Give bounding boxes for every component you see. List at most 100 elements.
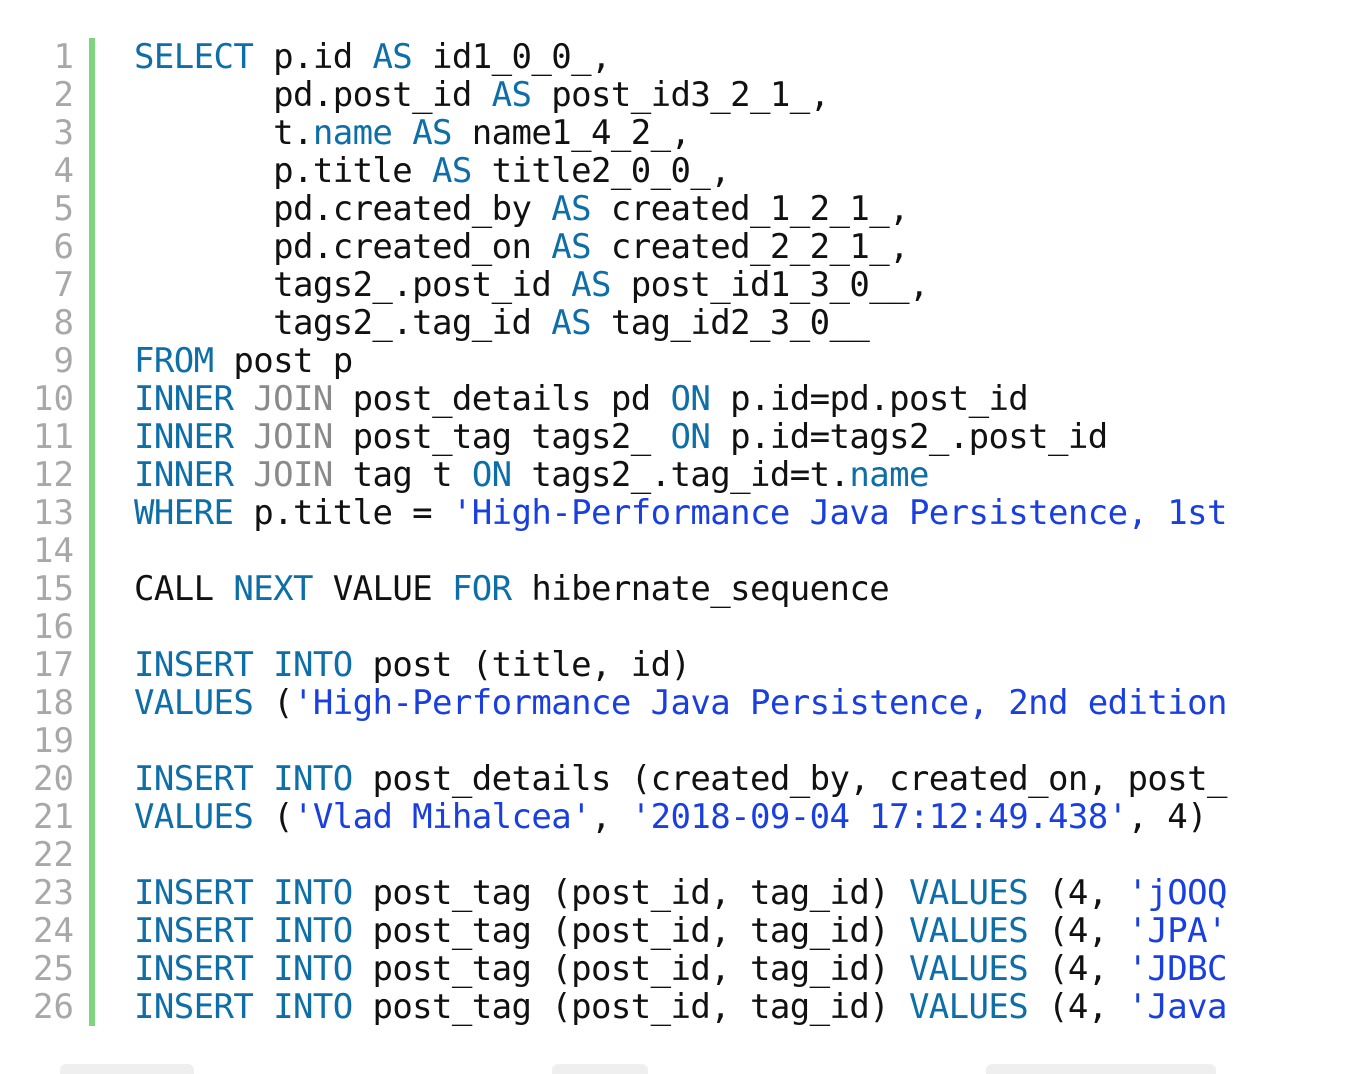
line-number: 20 xyxy=(33,759,74,799)
line-number: 26 xyxy=(33,987,74,1026)
code-line[interactable]: pd.created_by AS created_1_2_1_, xyxy=(134,190,909,228)
keyword-token: INNER xyxy=(134,417,234,457)
code-text-token: pd.post_id xyxy=(134,75,492,115)
code-text-token: post_details pd xyxy=(332,379,671,419)
keyword-token: AS xyxy=(372,38,413,77)
code-text-token: post (title, id) xyxy=(352,645,691,685)
code-line[interactable]: CALL NEXT VALUE FOR hibernate_sequence xyxy=(134,569,890,609)
code-text-token: post_id1_3_0__, xyxy=(610,265,930,305)
line-number: 10 xyxy=(33,379,74,419)
line-number: 15 xyxy=(33,569,74,609)
code-text-token xyxy=(253,949,273,989)
keyword-token: INSERT xyxy=(134,949,254,989)
code-text-token: p.id xyxy=(253,38,373,77)
scrollbar-thumb[interactable] xyxy=(986,1064,1216,1074)
code-text-token: tag_id2_3_0__ xyxy=(591,303,870,343)
line-number: 24 xyxy=(33,911,74,951)
code-line[interactable]: INSERT INTO post_tag (post_id, tag_id) V… xyxy=(134,912,1227,950)
keyword-token: AS xyxy=(491,75,532,115)
code-line[interactable]: p.title AS title2_0_0_, xyxy=(134,151,731,191)
keyword-token: INSERT xyxy=(134,645,254,685)
code-text-token: tags2_.post_id xyxy=(134,265,572,305)
code-area[interactable]: SELECT p.id AS id1_0_0_, pd.post_id AS p… xyxy=(134,38,1320,1026)
keyword-token: INSERT xyxy=(134,873,254,913)
code-text-token: id1_0_0_, xyxy=(412,38,611,77)
line-number: 25 xyxy=(33,949,74,989)
code-line[interactable]: WHERE p.title = 'High-Performance Java P… xyxy=(134,494,1227,532)
code-line[interactable]: INNER JOIN post_details pd ON p.id=pd.po… xyxy=(134,379,1029,419)
code-line[interactable]: tags2_.post_id AS post_id1_3_0__, xyxy=(134,266,929,304)
code-text-token xyxy=(253,987,273,1026)
string-literal-token: 'High-Performance Java Persistence, 1st xyxy=(451,493,1228,533)
keyword-token: INSERT xyxy=(134,759,254,799)
string-literal-token: 'jOOQ xyxy=(1127,873,1228,913)
code-text-token: (4, xyxy=(1028,949,1128,989)
keyword-token: FROM xyxy=(134,341,214,381)
code-text-token xyxy=(253,911,273,951)
code-line[interactable]: INNER JOIN post_tag tags2_ ON p.id=tags2… xyxy=(134,418,1108,456)
scrollbar-track-segment[interactable] xyxy=(552,1064,648,1074)
line-number: 9 xyxy=(53,341,74,381)
code-text-token: tags2_.tag_id xyxy=(134,303,552,343)
code-line[interactable]: SELECT p.id AS id1_0_0_, xyxy=(134,38,611,76)
code-text-token: tags2_.tag_id=t. xyxy=(511,455,850,495)
line-number: 3 xyxy=(53,113,74,153)
line-number: 7 xyxy=(53,265,74,305)
code-text-token xyxy=(253,759,273,799)
string-literal-token: '2018-09-04 17:12:49.438' xyxy=(630,797,1128,837)
keyword-token: name xyxy=(312,113,393,153)
code-line[interactable]: INSERT INTO post_details (created_by, cr… xyxy=(134,760,1227,798)
code-text-token: VALUE xyxy=(312,569,452,609)
code-text-token: ( xyxy=(253,797,293,837)
code-line[interactable]: INSERT INTO post (title, id) xyxy=(134,645,691,685)
code-line[interactable]: FROM post p xyxy=(134,342,353,380)
code-line[interactable]: INSERT INTO post_tag (post_id, tag_id) V… xyxy=(134,950,1227,988)
code-text-token: title2_0_0_, xyxy=(471,151,731,191)
line-number: 1 xyxy=(53,38,74,77)
line-number: 5 xyxy=(53,189,74,229)
keyword-token: INNER xyxy=(134,379,234,419)
code-text-token: post_tag tags2_ xyxy=(332,417,671,457)
keyword-token: AS xyxy=(412,113,452,153)
keyword-token: WHERE xyxy=(134,493,234,533)
line-number: 11 xyxy=(33,417,74,457)
code-line[interactable]: t.name AS name1_4_2_, xyxy=(134,113,691,153)
code-text-token xyxy=(233,455,253,495)
keyword-token: AS xyxy=(432,151,472,191)
keyword-token: AS xyxy=(551,189,592,229)
line-number: 2 xyxy=(53,75,74,115)
code-line[interactable]: VALUES ('Vlad Mihalcea', '2018-09-04 17:… xyxy=(134,797,1208,837)
code-text-token: post_tag (post_id, tag_id) xyxy=(352,873,909,913)
keyword-token: VALUES xyxy=(908,987,1029,1026)
code-line[interactable]: INSERT INTO post_tag (post_id, tag_id) V… xyxy=(134,874,1227,912)
code-text-token: tag t xyxy=(332,455,472,495)
code-line[interactable]: pd.post_id AS post_id3_2_1_, xyxy=(134,75,830,115)
code-text-token: p.id=tags2_.post_id xyxy=(710,417,1108,457)
line-number: 22 xyxy=(33,835,74,875)
string-literal-token: 'JDBC xyxy=(1127,949,1228,989)
keyword-token: INTO xyxy=(273,873,353,913)
code-text-token xyxy=(253,873,273,913)
keyword-token: INTO xyxy=(273,645,353,685)
line-number: 4 xyxy=(53,151,74,191)
scrollbar-track-segment[interactable] xyxy=(60,1064,194,1074)
code-line[interactable]: VALUES ('High-Performance Java Persisten… xyxy=(134,684,1227,722)
code-line[interactable]: INSERT INTO post_tag (post_id, tag_id) V… xyxy=(134,988,1227,1026)
code-line[interactable]: tags2_.tag_id AS tag_id2_3_0__ xyxy=(134,303,870,343)
code-text-token: , 4) xyxy=(1127,797,1208,837)
line-number: 13 xyxy=(33,493,74,533)
code-line[interactable]: pd.created_on AS created_2_2_1_, xyxy=(134,228,909,266)
code-text-token: post_tag (post_id, tag_id) xyxy=(352,911,909,951)
code-line[interactable]: INNER JOIN tag t ON tags2_.tag_id=t.name xyxy=(134,456,929,494)
keyword-token: VALUES xyxy=(134,683,254,723)
code-text-token: post_tag (post_id, tag_id) xyxy=(352,949,909,989)
line-number: 8 xyxy=(53,303,74,343)
code-text-token: pd.created_on xyxy=(134,227,552,267)
keyword-token: INSERT xyxy=(134,911,254,951)
code-text-token: CALL xyxy=(134,569,234,609)
line-number: 19 xyxy=(33,721,74,761)
code-text-token: name1_4_2_, xyxy=(451,113,691,153)
keyword-token: AS xyxy=(571,265,611,305)
